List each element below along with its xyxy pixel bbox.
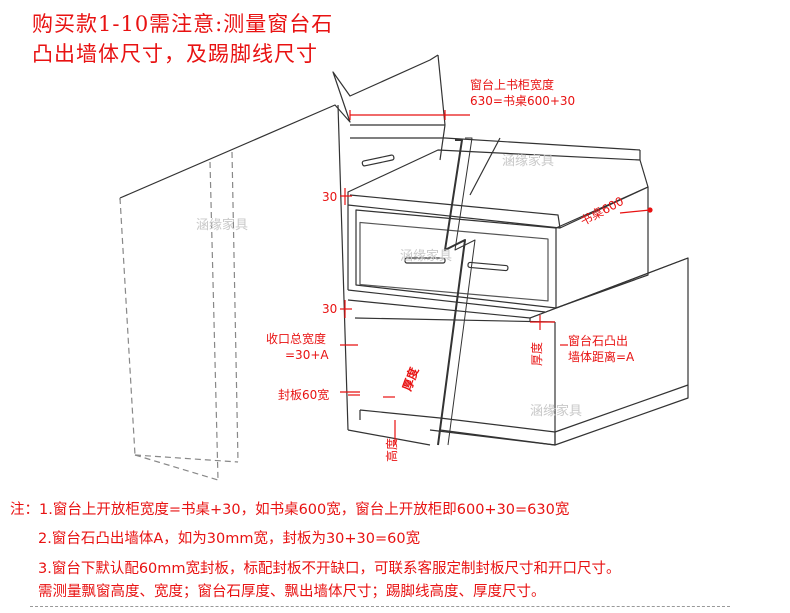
label-panel-60: 封板60宽 xyxy=(278,388,330,402)
note-2: 2.窗台石凸出墙体A，如为30mm宽，封板为30+30=60宽 xyxy=(38,531,421,547)
drawer-handle-left xyxy=(404,257,446,264)
label-sill-1: 窗台石凸出 xyxy=(568,334,629,348)
watermark: 涵缘家具 xyxy=(196,218,249,233)
watermark: 涵缘家具 xyxy=(502,154,555,169)
sloped-wall xyxy=(119,54,439,199)
label-height-v: 高度 xyxy=(385,437,399,462)
break-line xyxy=(437,139,466,446)
baseboard xyxy=(359,409,556,445)
header-line-2: 凸出墙体尺寸，及踢脚线尺寸 xyxy=(32,42,318,66)
label-opening-2: =30+A xyxy=(285,348,329,362)
wall-edge xyxy=(337,104,349,431)
label-thickness-v: 厚度 xyxy=(530,341,544,366)
label-dim-30-bottom: 30 xyxy=(322,302,338,316)
divider xyxy=(30,606,730,607)
note-3: 3.窗台下默认配60mm宽封板，标配封板不开缺口，可联系客服定制封板尺寸和开口尺… xyxy=(38,561,621,577)
shelf-handle xyxy=(361,154,395,167)
hidden-wall-lines xyxy=(119,151,239,481)
header-line-1: 购买款1-10需注意:测量窗台石 xyxy=(32,12,334,36)
label-sill-2: 墙体距离=A xyxy=(568,350,635,364)
note-1: 注：1.窗台上开放柜宽度=书桌+30，如书桌600宽，窗台上开放柜即600+30… xyxy=(10,502,570,518)
drawer-handle-right xyxy=(467,261,509,272)
note-4: 需测量飘窗高度、宽度；窗台石厚度、飘出墙体尺寸；踢脚线高度、厚度尺寸。 xyxy=(38,584,546,600)
watermark: 涵缘家具 xyxy=(400,249,453,264)
label-opening-1: 收口总宽度 xyxy=(266,332,327,346)
sill-cabinet xyxy=(347,257,689,446)
label-top-width-2: 630=书桌600+30 xyxy=(470,94,576,108)
label-top-width-1: 窗台上书柜宽度 xyxy=(470,78,555,92)
dimension-lines xyxy=(340,110,653,445)
label-dim-30-top: 30 xyxy=(322,190,338,204)
watermark: 涵缘家具 xyxy=(530,404,583,419)
